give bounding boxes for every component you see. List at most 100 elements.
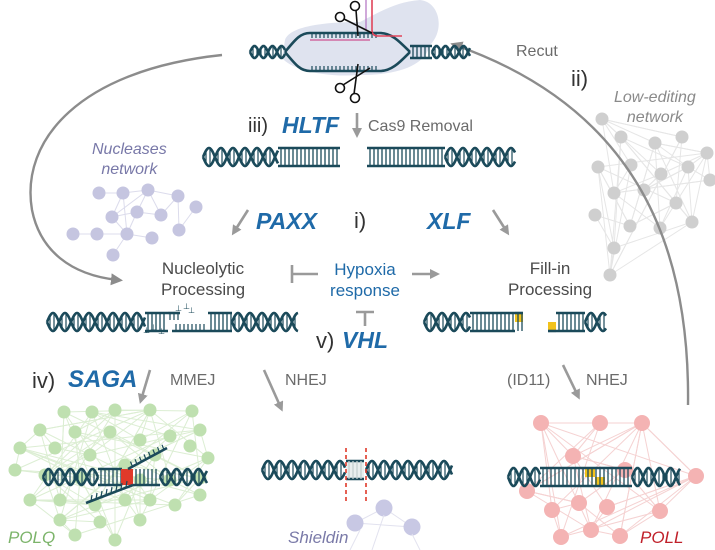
dna-strand [630,466,682,488]
poll-edge [560,422,601,538]
low-editing-node [624,158,638,172]
nucleases-node [92,186,106,200]
dna-double-strand-break [201,146,517,168]
polq-edge [149,409,209,459]
polq-node [103,425,117,439]
polq-node [133,433,147,447]
polq-edge [74,409,116,433]
poll-node [565,448,581,464]
polq-edge [94,409,151,506]
nucleases-edge [122,192,128,235]
polq-edge [44,474,61,521]
low-editing-node [607,186,621,200]
base-stub [120,482,123,490]
dna-strand [284,51,411,73]
nucleases-node [172,223,186,237]
polq-edge [89,409,151,456]
polq-node [48,441,62,455]
low-editing-edge [613,192,661,229]
polq-edge [19,447,201,496]
low-editing-node [669,196,683,210]
base-stub [110,486,113,494]
polq-edge [91,411,126,501]
poll-node [652,503,668,519]
base-stub [161,444,165,451]
polq-edge [44,431,111,476]
nucleases-line1: Nucleases [92,141,167,158]
poll-edge [551,422,643,511]
polq-node [143,403,157,417]
low-editing-node [703,173,715,187]
scissors-icon-top [334,0,373,37]
polq-node [201,451,215,465]
free-nucleotide: ⊥ [188,306,195,315]
low-editing-node [603,268,617,282]
poll-edge [619,422,643,537]
low-editing-edge [609,164,632,276]
polq-node [163,429,177,443]
base-stub [152,449,156,455]
dna-strand [583,311,608,333]
poll-node [617,462,633,478]
low-editing-edge [613,221,693,249]
shieldin-node [375,499,393,517]
low-editing-edge [691,152,708,223]
polq-node [85,405,99,419]
filled-nucleotides [548,322,556,331]
poll-node [612,528,628,544]
nucleases-node [105,210,119,224]
polq-node [143,493,157,507]
poll-edge [606,475,697,508]
nucleases-network-label: Nucleases network [92,140,167,180]
low-editing-edge [597,166,611,276]
mmej-repaired-dna [41,444,209,505]
low-editing-edge [597,152,708,168]
base-stub [147,451,152,458]
polq-edge [114,479,141,541]
poll-edge [540,422,553,511]
low-editing-node [607,241,621,255]
low-editing-node [614,130,628,144]
poll-edge [526,490,580,504]
cas9-dna-complex [248,0,472,104]
low-editing-line2: network [626,109,683,126]
poll-edge [659,475,697,512]
poll-node [519,483,535,499]
low-editing-node [648,136,662,150]
polq-edge [44,474,101,523]
fillin-processing-label: Fill-in Processing [490,258,610,300]
shieldin-edge [354,522,413,528]
low-editing-network [588,112,715,282]
dna-strand [284,31,411,53]
hypoxia-response-label: Hypoxia response [322,259,408,301]
polq-node [133,513,147,527]
label-iii: iii) [248,115,268,137]
dna-strand [583,311,608,333]
polq-node [193,488,207,502]
polq-node [8,463,22,477]
label-iv: iv) [32,368,56,393]
polq-edge [139,410,193,441]
shieldin-edge [411,533,421,550]
shieldin-edge [371,514,385,550]
poll-node [533,415,549,431]
polq-node [23,493,37,507]
dna-strand [630,466,682,488]
poll-edge [641,422,697,477]
polq-edge [39,409,151,431]
polq-node [108,403,122,417]
nucleolytic-line2: Processing [160,280,246,299]
free-nucleotide: ⊥ [183,302,190,311]
base-stub [125,480,128,488]
poll-node [583,522,599,538]
poll-edge [624,469,661,512]
low-editing-node [700,146,714,160]
cas9-removal-label: Cas9 Removal [368,118,473,135]
polq-node [68,528,82,542]
dna-strand [430,44,472,60]
nucleases-node [171,189,185,203]
filled-nucleotides [585,468,595,477]
polq-edge [29,411,93,501]
poll-edge [560,510,661,538]
